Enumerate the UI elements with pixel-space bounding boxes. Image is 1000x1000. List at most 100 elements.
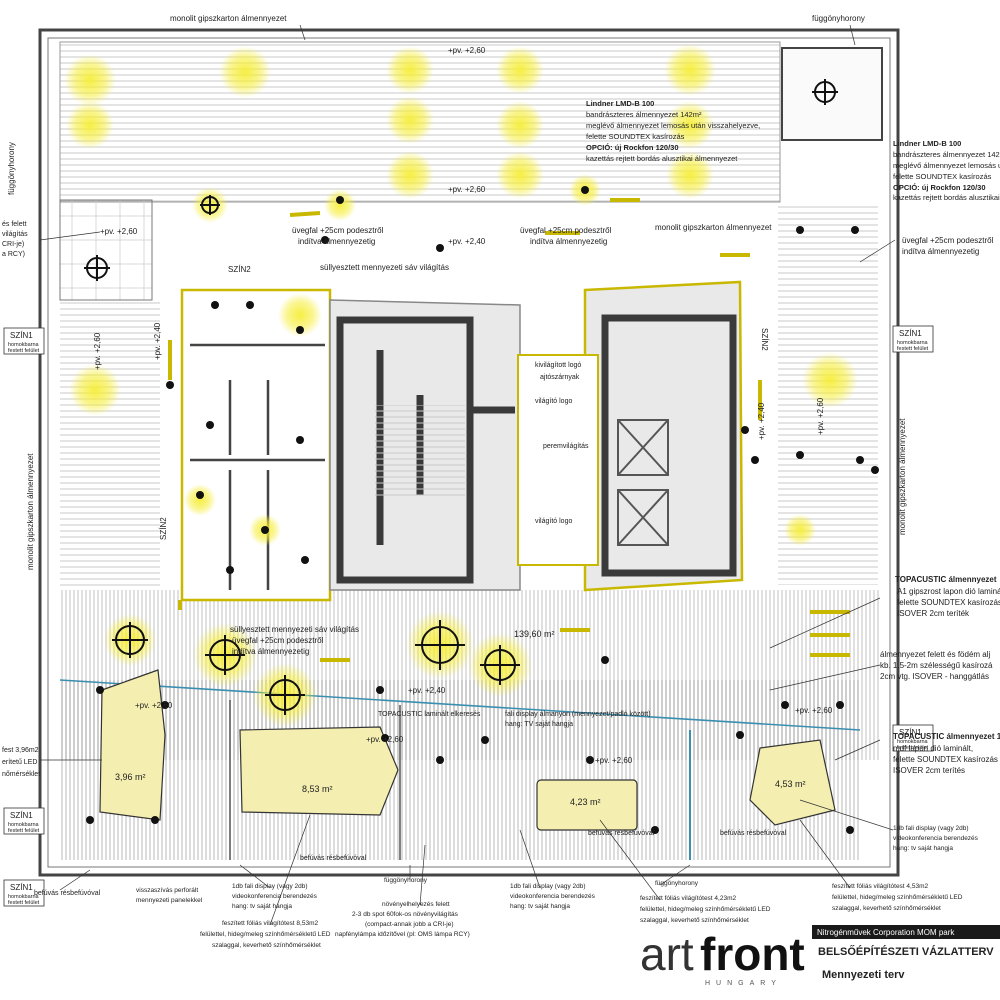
topacustic-2c: ISOVER 2cm terítés bbox=[893, 766, 965, 775]
szin2-a: SZÍN2 bbox=[228, 265, 251, 274]
topacustic-1: TOPACUSTIC álmennyezet bbox=[895, 575, 997, 584]
room1-area: 3,96 m² bbox=[115, 772, 146, 782]
tb-title: BELSŐÉPÍTÉSZETI VÁZLATTERV bbox=[818, 945, 994, 958]
bottom-fali2-3: hang: tv saját hangja bbox=[510, 903, 570, 910]
label-pv-260-c: +pv. +2,60 bbox=[100, 227, 138, 236]
label-fuggonyhorony-left: függönyhorony bbox=[7, 142, 16, 195]
svg-text:homokbarna: homokbarna bbox=[897, 739, 929, 745]
bottom-fali2-2: videokonferencia berendezés bbox=[510, 893, 596, 900]
linear-light-strips bbox=[168, 198, 850, 662]
szin1-tag-5: SZÍN1 bbox=[899, 728, 922, 737]
label-pv-260-low: +pv. +2,60 bbox=[135, 701, 173, 710]
meeting-room-band bbox=[59, 679, 861, 860]
topacustic-1c: ISOVER 2cm teríték bbox=[897, 609, 970, 618]
svg-text:homokbarna: homokbarna bbox=[8, 894, 40, 900]
uvegfal-low: üvegfal +25cm podesztről bbox=[232, 636, 324, 645]
almenny-1: álmennyezet felett és födém alj bbox=[880, 650, 991, 659]
label-pv-260-room1: +pv. +2,60 bbox=[366, 735, 404, 744]
stair-flight bbox=[375, 405, 465, 500]
almenny-3: 2cm vtg. ISOVER - hanggátlás bbox=[880, 672, 989, 681]
vilagito-logo-2: világító logo bbox=[535, 518, 572, 525]
lindner2-line-3: felette SOUNDTEX kasírozás bbox=[893, 172, 992, 181]
kivilagitott-logo: kivilágított logó bbox=[535, 362, 581, 369]
west-office-ceiling bbox=[59, 199, 160, 590]
uvegfal-2: üvegfal +25cm podesztről bbox=[292, 226, 384, 235]
sullyesztett-2: süllyesztett mennyezeti sáv világítás bbox=[230, 625, 359, 634]
szin1-tags: SZÍN1 homokbarna festett felület SZÍN1 h… bbox=[3, 325, 934, 907]
svg-text:festett felület: festett felület bbox=[8, 900, 40, 906]
left-feszitett: fest 3,96m2 bbox=[2, 747, 39, 754]
lindner-line-1: bandrászteres álmennyezet 142m² bbox=[586, 110, 702, 119]
svg-text:homokbarna: homokbarna bbox=[897, 340, 929, 346]
restroom-partitions bbox=[190, 343, 325, 590]
lindner-line-2: meglévő álmennyezet lemosás után visszah… bbox=[586, 121, 760, 130]
topacustic-1a: A1 gipszrost lapon dió laminá bbox=[897, 587, 1000, 596]
befuvas-1: befúvás résbefúvóval bbox=[300, 855, 367, 862]
label-monolit-right: monolit gipszkarton álmennyezet bbox=[898, 418, 907, 535]
bottom-fesz2-1: feszített fóliás világítótest 4,23m2 bbox=[640, 895, 736, 902]
label-pv-240-left: +pv. +2,40 bbox=[153, 322, 162, 360]
bottom-fesz2-3: szalaggal, keverhető színhőmérséklet bbox=[640, 917, 749, 924]
befuvas-left: befúvás résbefúvóval bbox=[34, 890, 101, 897]
label-fuggonyhorony-top: függönyhorony bbox=[812, 14, 865, 23]
topacustic-2b: felette SOUNDTEX kasírozás é bbox=[893, 755, 1000, 764]
label-pv-260-right: +pv. +2,60 bbox=[816, 397, 825, 435]
right-fesz-2: felülettel, hideg/meleg színhőmérsékletű… bbox=[832, 894, 963, 901]
topacustic-2: TOPACUSTIC álmennyezet 1 bbox=[893, 732, 1000, 741]
light-glows bbox=[64, 44, 858, 727]
left-top-3: CRI-je) bbox=[2, 241, 24, 248]
spot-lights bbox=[86, 186, 879, 834]
lindner2-line-1: bandrászteres álmennyezet 142m² bbox=[893, 150, 1000, 159]
bottom-fuggony2: függönyhorony bbox=[655, 880, 699, 887]
szin2-c: SZÍN2 bbox=[760, 328, 769, 351]
bottom-fuggony: függönyhorony bbox=[384, 877, 428, 884]
sullyesztett-1: süllyesztett mennyezeti sáv világítás bbox=[320, 263, 449, 272]
right-fali-1: 1db fali display (vagy 2db) bbox=[893, 825, 969, 832]
room3-area: 4,23 m² bbox=[570, 797, 601, 807]
befuvas-2: befúvás résbefúvóval bbox=[588, 830, 655, 837]
svg-text:homokbarna: homokbarna bbox=[8, 822, 40, 828]
ceiling-fixtures bbox=[84, 79, 838, 715]
uvegfal-3b: indítva álmennyezetig bbox=[902, 247, 979, 256]
label-monolit-mid: monolit gipszkarton álmennyezet bbox=[655, 223, 772, 232]
right-fesz-1: feszített fóliás világítótest 4,53m2 bbox=[832, 883, 928, 890]
left-top-1: és felett bbox=[2, 221, 27, 228]
right-fali-3: hang: tv saját hangja bbox=[893, 845, 953, 852]
label-pv-240-right: +pv. +2,40 bbox=[757, 402, 766, 440]
svg-text:festett felület: festett felület bbox=[8, 828, 40, 834]
room4-area: 4,53 m² bbox=[775, 779, 806, 789]
svg-text:festett felület: festett felület bbox=[897, 346, 929, 352]
tb-company: Nitrogénművek Corporation MOM park bbox=[817, 928, 955, 937]
topacustic-band: TOPACUSTIC laminált elkeresés bbox=[378, 711, 481, 718]
label-pv-260-room3: +pv. +2,60 bbox=[795, 706, 833, 715]
topacustic-1b: felette SOUNDTEX kasírozás bbox=[897, 598, 1000, 607]
right-fesz-3: szalaggal, keverhető színhőmérséklet bbox=[832, 905, 941, 912]
uvegfal-2b: indítva álmennyezetig bbox=[298, 237, 375, 246]
leader-lines bbox=[39, 24, 896, 926]
uvegfal-1: üvegfal +25cm podesztről bbox=[520, 226, 612, 235]
title-block bbox=[812, 925, 1000, 939]
left-top-2: világítás bbox=[2, 231, 28, 238]
bottom-fesz2-2: felülettel, hideg/meleg színhőmérsékletű… bbox=[640, 906, 771, 913]
label-pv-260-room2: +pv. +2,60 bbox=[595, 756, 633, 765]
bottom-noveny-2: 2-3 db spot 60fok-os növényvilágítás bbox=[352, 911, 459, 918]
peremvilagitas: peremvilágítás bbox=[543, 443, 589, 450]
label-pv-260-left: +pv. +2,60 bbox=[93, 332, 102, 370]
bottom-vissza-1: visszaszívás perforált bbox=[136, 887, 198, 894]
room2-area: 8,53 m² bbox=[302, 784, 333, 794]
uvegfal-low-b: indítva álmennyezetig bbox=[232, 647, 309, 656]
topacustic-2a: mdf lapon dió laminált, bbox=[893, 744, 973, 753]
lindner2-line-5: kazettás rejtett bordás alusztikai álme bbox=[893, 193, 1000, 202]
bottom-fali-3: hang: tv saját hangja bbox=[232, 903, 292, 910]
uvegfal-3: üvegfal +25cm podesztről bbox=[902, 236, 994, 245]
label-pv-240-a: +pv. +2,40 bbox=[448, 237, 486, 246]
bottom-fali-1: 1db fali display (vagy 2db) bbox=[232, 883, 308, 890]
logo-front: front bbox=[700, 928, 805, 980]
befuvas-3: befúvás résbefúvóval bbox=[720, 830, 787, 837]
szin1-tag-2: SZÍN1 bbox=[10, 811, 33, 820]
label-pv-240-low: +pv. +2,40 bbox=[408, 686, 446, 695]
svg-text:festett felület: festett felület bbox=[8, 348, 40, 354]
left-feszitett-c: nőmérséklet bbox=[2, 771, 40, 778]
fali-display-1: fali display álmanyon (mennyezet/padló k… bbox=[505, 711, 651, 718]
